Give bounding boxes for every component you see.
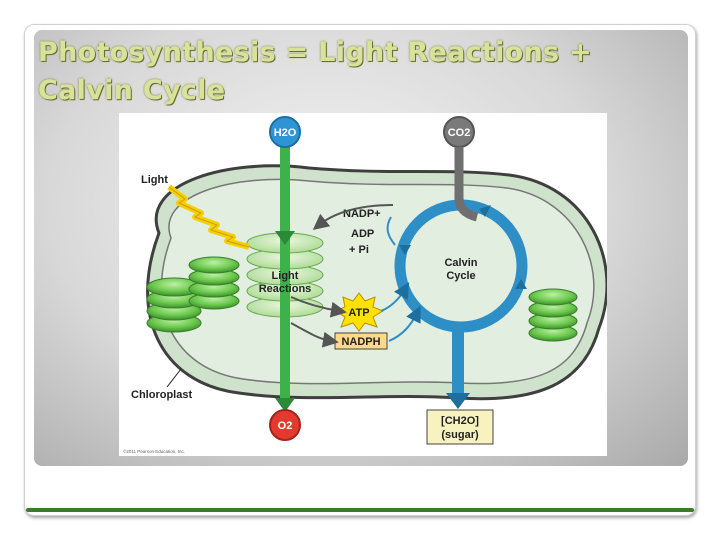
nadp-label: NADP+ <box>343 208 381 220</box>
co2-label: CO2 <box>448 127 471 139</box>
adp-return-arrow <box>386 216 396 246</box>
calvin-arrow-head-left <box>399 245 411 255</box>
nadph-transfer-arrow <box>290 322 339 348</box>
oxygen-label: O2 <box>278 420 293 432</box>
sugar-label-line2: (sugar) <box>441 429 479 441</box>
title-line-1: Photosynthesis = Light Reactions + <box>38 37 593 68</box>
water-input-circle <box>269 116 301 148</box>
calvin-label-line1: Calvin <box>444 257 477 269</box>
oxygen-output-circle <box>269 409 301 441</box>
title-line-2: Calvin Cycle <box>38 75 226 106</box>
phosphate-label: + Pi <box>349 244 369 256</box>
copyright-text: ©2011 Pearson Education, Inc. <box>123 448 185 454</box>
adp-label: ADP <box>351 228 374 240</box>
granum-stack-right <box>528 288 578 342</box>
sugar-output-arrow <box>452 327 464 395</box>
calvin-arrow-head-right <box>515 279 527 289</box>
co2-input-arrow <box>454 147 479 222</box>
oxygen-arrow-head <box>275 398 295 412</box>
granum-stack-left <box>146 277 202 333</box>
light-reactions-label-line2: Reactions <box>259 283 312 295</box>
sugar-label-line1: [CH2O] <box>441 415 479 427</box>
chloroplast-pointer <box>166 368 182 388</box>
nadph-to-calvin-arrow <box>388 305 421 342</box>
slide-bottom-rule <box>26 508 694 512</box>
diagram-svg: H2O O2 CO2 Light Light Reactions Calvin … <box>123 116 609 454</box>
atp-transfer-arrow <box>290 296 347 318</box>
chloroplast-inner-membrane <box>160 178 595 385</box>
slide-title: Photosynthesis = Light Reactions + Calvi… <box>38 34 688 110</box>
water-label: H2O <box>274 127 297 139</box>
atp-label: ATP <box>348 307 369 319</box>
calvin-arrow-head-top <box>479 205 491 217</box>
atp-to-calvin-arrow <box>380 282 410 312</box>
granum-stack-mid <box>188 256 240 310</box>
light-zigzag-outline <box>168 186 250 248</box>
photosynthesis-diagram: H2O O2 CO2 Light Light Reactions Calvin … <box>119 113 609 456</box>
calvin-label-line2: Cycle <box>446 270 475 282</box>
sugar-arrow-head <box>446 393 470 409</box>
water-to-oxygen-arrow <box>280 145 290 403</box>
light-label: Light <box>141 174 168 186</box>
sugar-output-box <box>426 409 494 445</box>
chloroplast-label: Chloroplast <box>131 389 192 401</box>
nadp-return-arrow <box>312 204 394 230</box>
water-arrow-head <box>275 231 295 245</box>
nadph-label: NADPH <box>341 336 380 348</box>
light-reactions-label-line1: Light <box>272 270 299 282</box>
